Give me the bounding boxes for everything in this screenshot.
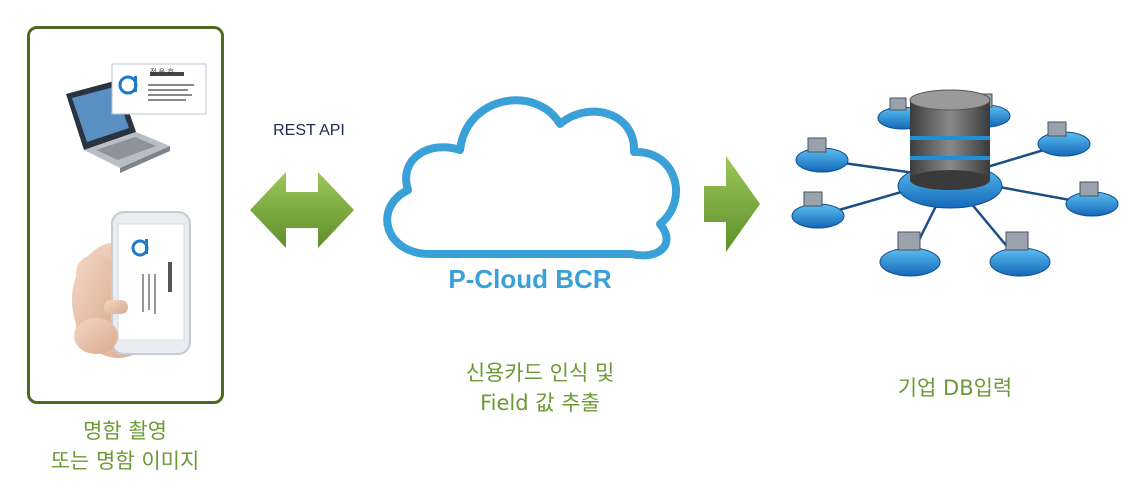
middle-caption-line: 신용카드 인식 및 [465,361,615,385]
double-arrow-icon [250,172,354,248]
middle-caption: 신용카드 인식 및 Field 값 추출 [390,358,690,418]
database-network-icon [791,89,1119,277]
cloud-icon [383,96,680,260]
api-label: REST API [273,122,345,139]
device-frame [27,26,224,404]
right-caption: 기업 DB입력 [897,376,1013,400]
left-caption: 명함 촬영 또는 명함 이미지 [0,416,250,476]
middle-caption-line: Field 값 추출 [480,391,600,415]
business-card-icon [111,63,207,115]
card-name: 정 은 호 [150,68,174,76]
left-caption-line: 또는 명함 이미지 [50,449,200,473]
cloud-label: P-Cloud BCR [448,264,612,294]
right-arrow-icon [704,156,760,252]
smartphone-icon [72,211,191,358]
left-caption-line: 명함 촬영 [83,419,167,443]
